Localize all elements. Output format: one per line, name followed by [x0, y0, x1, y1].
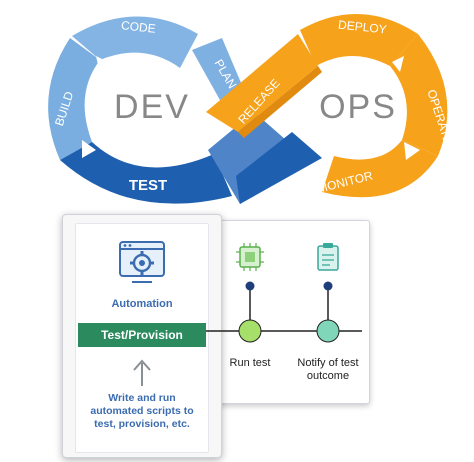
deploy-segment	[300, 13, 418, 67]
test-segment	[60, 142, 232, 204]
automation-panel: Automation Test/Provision Write and run …	[75, 223, 209, 453]
chip-icon	[236, 243, 264, 271]
ops-label: OPS	[319, 88, 397, 126]
stage-test-label: TEST	[129, 177, 167, 194]
stage-deploy-label: DEPLOY	[337, 18, 387, 37]
step-pin	[245, 281, 255, 291]
dev-crossing-segment	[208, 112, 302, 204]
chevron-divider	[392, 56, 404, 72]
automation-gear-icon	[119, 241, 165, 283]
release-segment	[206, 34, 318, 132]
build-segment	[48, 38, 100, 160]
release-edge	[238, 66, 322, 138]
operate-segment	[390, 34, 448, 156]
dev-label: DEV	[114, 88, 190, 126]
automation-description: Write and run automated scripts to test,…	[90, 392, 194, 430]
test-provision-banner: Test/Provision	[78, 323, 206, 347]
dev-dark-crossing	[236, 132, 322, 204]
step-label-run-test: Run test	[229, 357, 271, 369]
step-node-notify	[316, 319, 340, 343]
automation-card: Automation Test/Provision Write and run …	[62, 214, 222, 458]
pipeline-card	[196, 220, 370, 404]
chevron-divider	[404, 142, 420, 160]
stage-code-label: CODE	[120, 18, 156, 36]
automation-label: Automation	[111, 298, 173, 310]
step-pin	[323, 281, 333, 291]
step-node-run-test	[238, 319, 262, 343]
up-arrow-icon	[133, 359, 151, 386]
devops-loop: DEV OPS CODE BUILD TEST PLAN RELEASE DEP…	[48, 13, 455, 204]
chevron-divider	[82, 140, 96, 158]
code-segment	[72, 16, 198, 68]
clipboard-icon	[317, 243, 339, 271]
chevron-divider	[96, 56, 112, 74]
step-label-notify: Notify of test outcome	[297, 357, 359, 382]
